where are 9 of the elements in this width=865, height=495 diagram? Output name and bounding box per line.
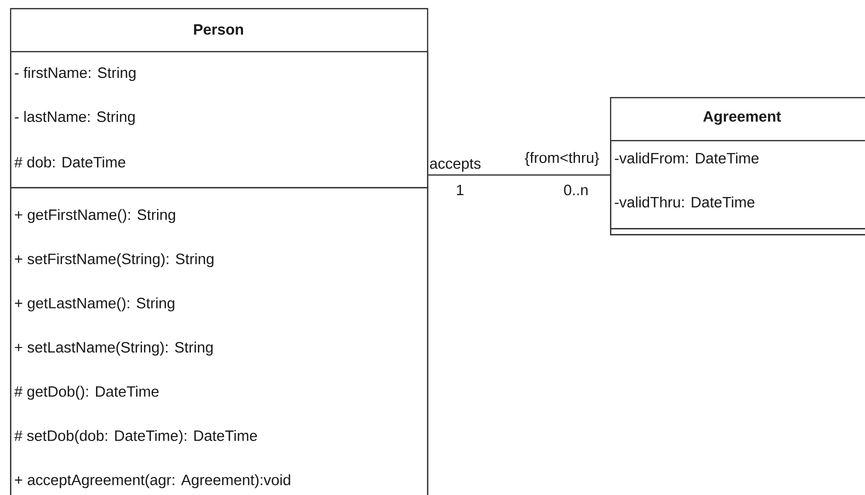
multiplicity-label: 1 — [456, 184, 464, 196]
attribute-compartment: - firstName: String - lastName: String # dob: DateTime — [10, 51, 428, 188]
method-compartment — [610, 228, 865, 236]
attribute-compartment: -validFrom: DateTime -validThru: DateTime — [610, 140, 865, 230]
method-compartment: + getFirstName(): String + setFirstName(String): String + getLastName(): String + setLastName(String): String # getDob(): DateTime # setDob(dob: DateTime): DateTime + acceptAgreement(agr: Agreement):void — [10, 187, 428, 495]
association-line — [428, 174, 610, 176]
multiplicity-label: 0..n — [564, 184, 588, 196]
constraint-label: {from<thru} — [524, 152, 600, 166]
edge-label: accepts — [430, 159, 481, 172]
